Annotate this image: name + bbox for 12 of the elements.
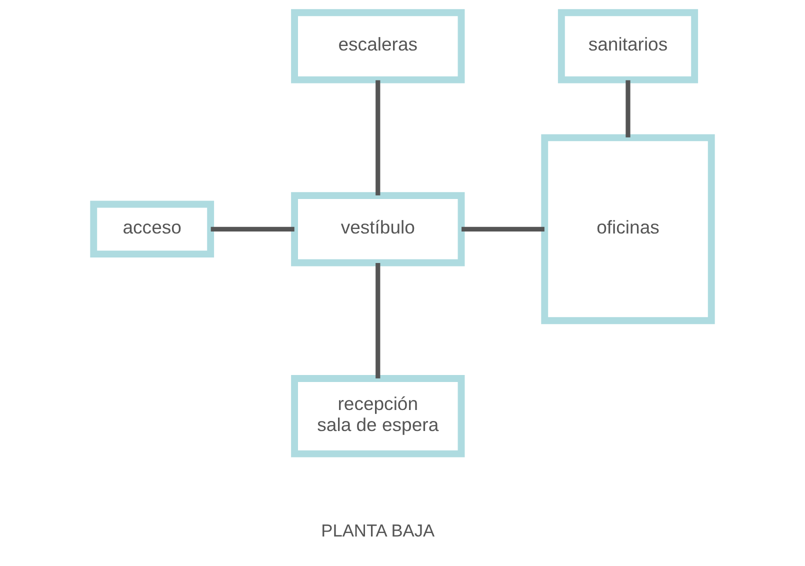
- connector: [376, 80, 380, 196]
- node-box: escaleras: [291, 9, 465, 84]
- node-box: oficinas: [541, 134, 715, 324]
- connector: [210, 226, 294, 232]
- label: PLANTA BAJA: [321, 520, 435, 541]
- node-box: acceso: [90, 200, 214, 258]
- connector: [376, 263, 380, 378]
- connector: [462, 226, 544, 232]
- node-box: sanitarios: [558, 9, 698, 84]
- node-box: vestíbulo: [291, 192, 465, 266]
- connector: [626, 80, 630, 138]
- node-box: recepción sala de espera: [291, 375, 465, 458]
